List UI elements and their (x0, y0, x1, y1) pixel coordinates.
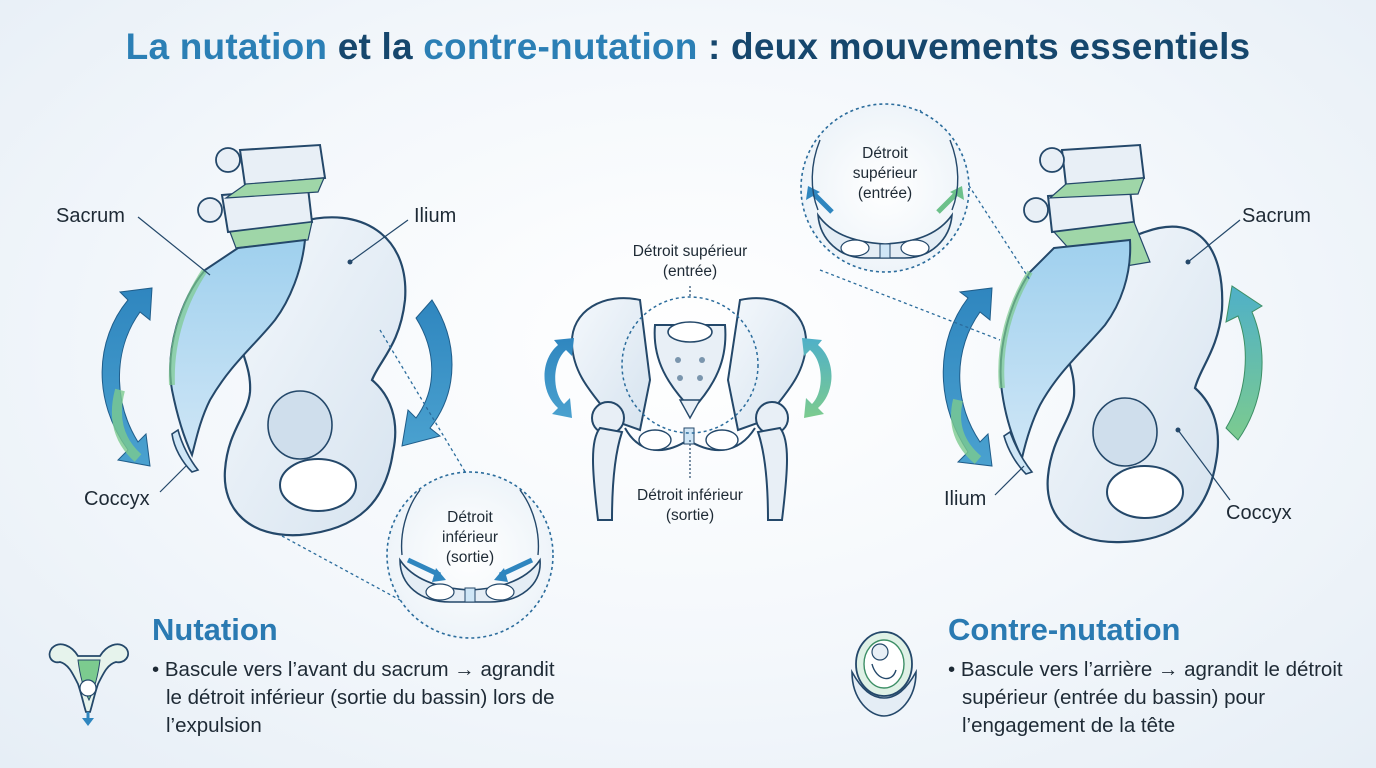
right-inset-label: Détroit supérieur (entrée) (852, 145, 918, 202)
right-curved-arrow-icon (942, 287, 993, 467)
center-label-superior-strait: Détroit supérieur (entrée) (632, 243, 748, 280)
nutation-description: • Bascule vers l’avant du sacrum → agran… (152, 658, 555, 737)
left-coccyx (171, 428, 200, 473)
right-up-arrow-icon (1225, 285, 1263, 441)
right-label-ilium: Ilium (944, 488, 987, 510)
right-inset-circle (800, 103, 970, 273)
fetus-in-pelvis-icon (851, 631, 917, 717)
center-right-rotate-arrow-icon (802, 338, 832, 418)
left-acetabulum (267, 390, 333, 460)
page-title: La nutation et la contre-nutation : deux… (125, 26, 1251, 67)
uterus-fetus-icon (48, 643, 129, 726)
center-left-rotate-arrow-icon (544, 338, 574, 418)
left-pelvis-illustration (168, 143, 407, 537)
center-left-femur (592, 426, 624, 521)
nutation-heading: Nutation (152, 612, 278, 647)
center-label-inferior-strait: Détroit inférieur (sortie) (637, 487, 743, 524)
right-pelvis-illustration (998, 143, 1224, 544)
left-obturator (279, 458, 357, 512)
left-label-sacrum: Sacrum (56, 205, 125, 227)
left-vertebra-1 (238, 143, 327, 187)
contre-nutation-description: • Bascule vers l’arrière → agrandit le d… (948, 658, 1343, 737)
right-label-sacrum: Sacrum (1242, 205, 1311, 227)
center-pelvis-frontal (570, 286, 808, 521)
center-right-femur (756, 426, 788, 521)
left-label-ilium: Ilium (414, 205, 457, 227)
left-inset-label: Détroit inférieur (sortie) (442, 509, 498, 566)
left-label-coccyx: Coccyx (84, 488, 150, 510)
left-disc-1 (223, 177, 325, 199)
contre-nutation-heading: Contre-nutation (948, 612, 1181, 647)
left-down-arrow-icon (401, 299, 453, 447)
right-label-coccyx: Coccyx (1226, 502, 1292, 524)
